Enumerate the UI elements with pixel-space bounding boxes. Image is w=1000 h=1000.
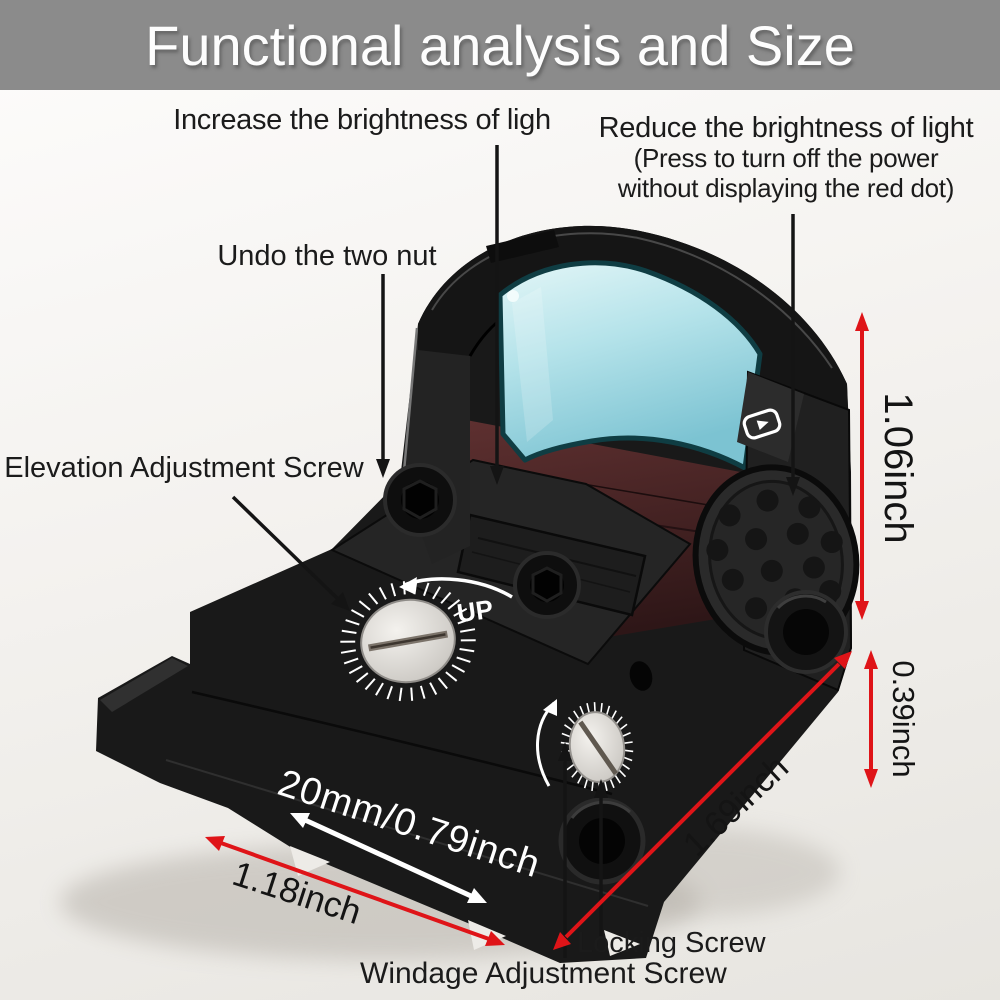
height-dimension-arrow bbox=[855, 312, 869, 620]
hex-nut-front bbox=[383, 463, 457, 537]
front-hole bbox=[629, 661, 653, 691]
callout-elevation-screw: Elevation Adjustment Screw bbox=[4, 452, 364, 484]
elevation-up-arrow bbox=[399, 577, 513, 599]
red-dot-sight bbox=[96, 225, 860, 964]
body-seams bbox=[165, 690, 649, 907]
pointer-windage-screw bbox=[558, 742, 572, 958]
rail-width-arrow bbox=[290, 813, 487, 903]
callout-windage-screw: Windage Adjustment Screw bbox=[360, 957, 727, 990]
callout-reduce-brightness: Reduce the brightness of light (Press to… bbox=[582, 112, 990, 203]
callout-undo-nut: Undo the two nut bbox=[217, 240, 437, 272]
pointer-arrows bbox=[231, 145, 800, 958]
brightness-icon bbox=[742, 408, 782, 440]
dimension-arrows bbox=[205, 312, 878, 950]
lens-window bbox=[497, 260, 763, 471]
rail-nose bbox=[100, 658, 188, 712]
hood-tab bbox=[486, 230, 559, 263]
callout-increase-brightness: Increase the brightness of ligh bbox=[173, 104, 551, 136]
side-hex-screw bbox=[764, 590, 848, 674]
callout-reduce-line3: without displaying the red dot) bbox=[617, 172, 955, 203]
dimension-height: 1.06inch bbox=[876, 392, 920, 544]
title-banner: Functional analysis and Size bbox=[0, 0, 1000, 90]
pointer-increase-brightness bbox=[490, 145, 504, 485]
hex-nut-rear bbox=[513, 551, 581, 619]
rail-slots bbox=[290, 846, 640, 956]
length-dimension-arrow bbox=[553, 651, 852, 950]
callout-reduce-line1: Reduce the brightness of light bbox=[598, 112, 974, 144]
pointer-elevation-screw bbox=[231, 495, 350, 611]
pointer-undo-nut bbox=[376, 274, 390, 478]
width-dimension-arrow bbox=[205, 836, 505, 946]
pointer-reduce-brightness bbox=[786, 214, 800, 496]
pointer-locking-screw bbox=[594, 779, 608, 936]
lens-glare bbox=[507, 290, 519, 302]
dimension-base-height: 0.39inch bbox=[886, 660, 921, 778]
callout-locking-screw: Locking Screw bbox=[577, 927, 766, 959]
page-title: Functional analysis and Size bbox=[145, 13, 855, 77]
base-height-dimension-arrow bbox=[864, 650, 878, 788]
windage-turn-arrow bbox=[536, 699, 557, 787]
up-marking-label: UP bbox=[455, 593, 495, 629]
callout-reduce-line2: (Press to turn off the power bbox=[633, 143, 939, 174]
